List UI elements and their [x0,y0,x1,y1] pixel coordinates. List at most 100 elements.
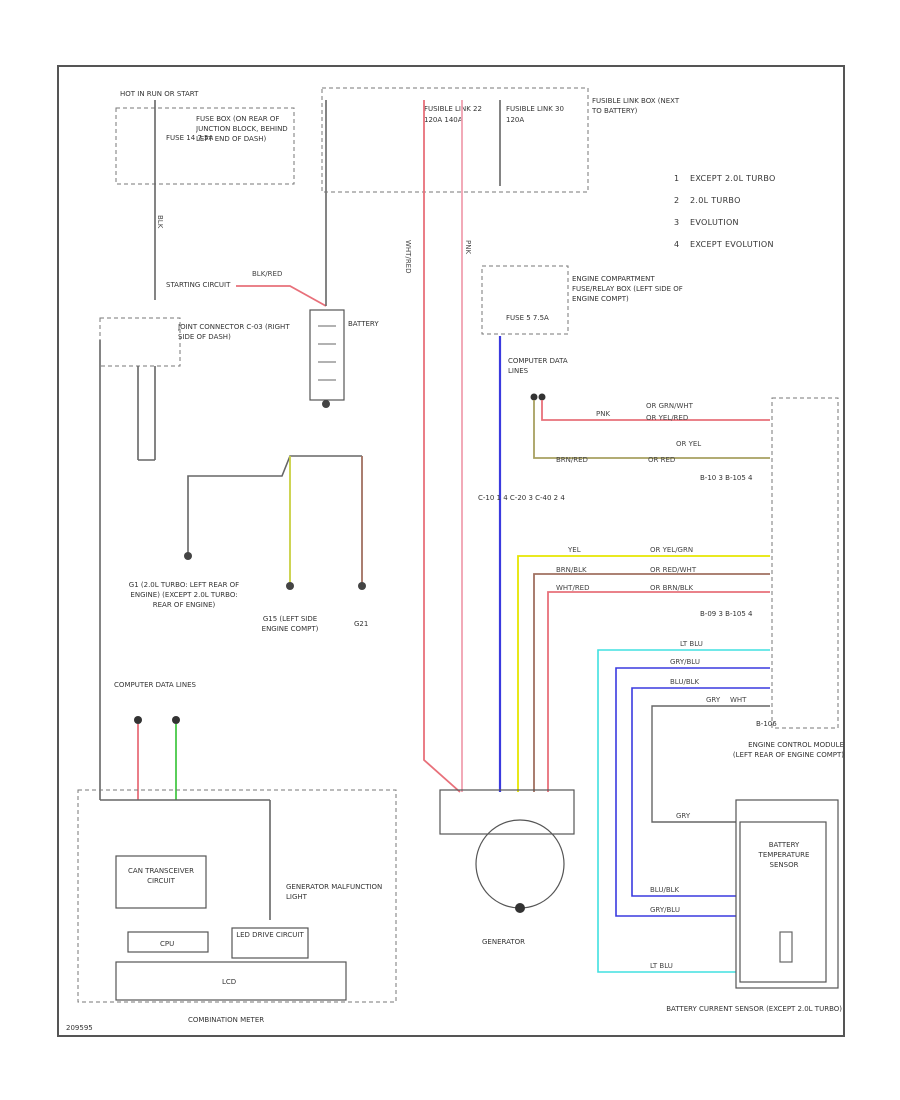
wire-label-blu-blk-low: BLU/BLK [650,886,680,894]
ground-right-label: G21 [354,620,368,628]
battery-temp-sensor-outline [739,821,827,983]
battery-current-sensor-label: BATTERY CURRENT SENSOR (EXCEPT 2.0L TURB… [666,1005,842,1013]
wire-gry [651,705,770,823]
ecm-group: B-10 3 B-105 4 B-09 3 B-105 4 B-106 ENGI… [478,397,844,759]
legend-text-3: EVOLUTION [690,218,739,227]
ground-mid-label: G15 (LEFT SIDE ENGINE COMPT) [261,615,319,633]
wire-label-wht-red: WHT/RED [404,240,412,274]
led-drive-label-wrap: LED DRIVE CIRCUIT [236,931,304,939]
computer-data-lines-top: COMPUTER DATA LINES PNK OR GRN/WHT OR YE… [508,357,770,464]
cpu-label: CPU [160,940,174,948]
wire-label-or-yel-grn: OR YEL/GRN [650,546,693,554]
wire-brown [533,573,770,792]
wire-label-pnk: PNK [464,240,472,254]
battery-ground-node [322,400,330,408]
combination-meter-outline [77,789,397,1003]
fusible-link-box: FUSIBLE LINK 22 120A 140A FUSIBLE LINK 3… [321,87,680,193]
wire-label-brn-red: BRN/RED [556,456,588,464]
computer-data-lines-top-label: COMPUTER DATA LINES [508,357,568,375]
legend-num-2: 2 [674,196,679,205]
engine-comp-box-outline [481,265,569,335]
wire-yellow [517,555,770,792]
wire-blu-blk [631,687,770,897]
hot-in-run-label: HOT IN RUN OR START [120,90,199,98]
joint-connector: JOINT CONNECTOR C-03 (RIGHT SIDE OF DASH… [99,317,290,800]
generator-label: GENERATOR [482,938,525,946]
wire-label-gry-low: GRY [676,812,691,820]
diagram-border [57,65,845,1037]
can-transceiver-label-wrap: CAN TRANSCEIVER CIRCUIT [128,867,194,885]
can-transceiver-label: CAN TRANSCEIVER CIRCUIT [128,867,194,885]
computer-data-lines-left-label-wrap: COMPUTER DATA LINES [114,681,196,689]
fusible-link-box-label-wrap: FUSIBLE LINK BOX (NEXT TO BATTERY) [592,97,680,115]
computer-data-lines-left-label: COMPUTER DATA LINES [114,681,196,689]
sensor-resistor [779,931,793,963]
fusible-link-1-label: FUSIBLE LINK 22 120A 140A [424,105,482,124]
ecm-outline [771,397,839,729]
can-transceiver-box [115,855,207,909]
legend-num-3: 3 [674,218,679,227]
wire-red-to-generator [423,100,461,793]
engine-comp-box-label: ENGINE COMPARTMENT FUSE/RELAY BOX (LEFT … [572,275,683,303]
joint-connector-outline [99,317,181,367]
fuse-5-label: FUSE 5 7.5A [506,314,549,322]
combination-meter-label: COMBINATION METER [188,1016,264,1024]
generator-ground-node [515,903,525,913]
wire-label-or-yel-red: OR YEL/RED [646,414,688,422]
ecm-label: ENGINE CONTROL MODULE (LEFT REAR OF ENGI… [732,741,844,759]
data-node-left-1 [134,716,142,724]
wire-label-gry-blu-low: GRY/BLU [650,906,680,914]
wire-label-gry-blu: GRY/BLU [670,658,700,666]
gen-malfunction-label-wrap: GENERATOR MALFUNCTION LIGHT [286,883,382,901]
battery-temp-sensor-label: BATTERY TEMPERATURE SENSOR [758,841,810,869]
cpu-box [127,931,209,953]
legend-text-4: EXCEPT EVOLUTION [690,240,774,249]
legend-num-1: 1 [674,174,679,183]
lcd-label: LCD [222,978,236,986]
fuse-box-left: HOT IN RUN OR START FUSE 14 7.5A FUSE BO… [115,90,295,300]
wire-gry-blu [615,667,770,917]
ground-node-right [358,582,366,590]
battery-temp-sensor-label-wrap: BATTERY TEMPERATURE SENSOR [758,841,810,869]
led-drive-label: LED DRIVE CIRCUIT [236,931,304,939]
ecm-pin-bottom: B-106 [756,720,777,728]
footer-code: 209595 [66,1024,93,1032]
ground-left-label-wrap: G1 (2.0L TURBO: LEFT REAR OF ENGINE) (EX… [129,581,239,609]
fusible-link-box-label: FUSIBLE LINK BOX (NEXT TO BATTERY) [592,97,680,115]
wire-label-blu-blk: BLU/BLK [670,678,700,686]
c-pin-refs: C-10 1 4 C-20 3 C-40 2 4 [478,494,565,502]
ecm-pins-top: B-10 3 B-105 4 [700,474,753,482]
wire-red-ecm [547,591,770,792]
wire-label-pnk-top: PNK [596,410,610,418]
relay-box-label-wrap: FUSE BOX (ON REAR OF JUNCTION BLOCK, BEH… [196,115,288,143]
legend-text-1: EXCEPT 2.0L TURBO [690,174,776,183]
led-drive-box [231,927,309,959]
generator: GENERATOR [439,789,575,946]
wire-label-wht: WHT [730,696,747,704]
data-node-left-2 [172,716,180,724]
fusible-link-2-label: FUSIBLE LINK 30 120A [506,105,564,124]
wire-label-or-grn-wht: OR GRN/WHT [646,402,694,410]
joint-connector-label-wrap: JOINT CONNECTOR C-03 (RIGHT SIDE OF DASH… [178,323,290,341]
wire-label-yel: YEL [567,546,581,554]
combination-meter: CAN TRANSCEIVER CIRCUIT CPU LED DRIVE CI… [77,789,397,1024]
data-node-1 [530,393,538,401]
ecm-label-wrap: ENGINE CONTROL MODULE (LEFT REAR OF ENGI… [732,741,844,759]
generator-body [475,819,565,909]
wire-label-battery: BLK/RED [252,270,282,278]
battery-body [309,309,345,401]
grounds: G1 (2.0L TURBO: LEFT REAR OF ENGINE) (EX… [129,455,368,633]
engine-comp-box: FUSE 5 7.5A ENGINE COMPARTMENT FUSE/RELA… [481,265,683,792]
wire-label-or-yel: OR YEL [676,440,701,448]
wire-label-or-red: OR RED [648,456,675,464]
ground-wire-left [187,455,362,556]
battery-current-sensor-outline [735,799,839,989]
wire-data-olive [533,400,770,459]
battery-current-sensor-label-wrap: BATTERY CURRENT SENSOR (EXCEPT 2.0L TURB… [666,1005,842,1013]
legend-text-2: 2.0L TURBO [690,196,741,205]
joint-connector-label: JOINT CONNECTOR C-03 (RIGHT SIDE OF DASH… [178,323,290,341]
fusible-link-1-label-wrap: FUSIBLE LINK 22 120A 140A [424,105,482,124]
starting-circuit-label: STARTING CIRCUIT [166,281,231,289]
wire-label-or-brn-blk: OR BRN/BLK [650,584,694,592]
